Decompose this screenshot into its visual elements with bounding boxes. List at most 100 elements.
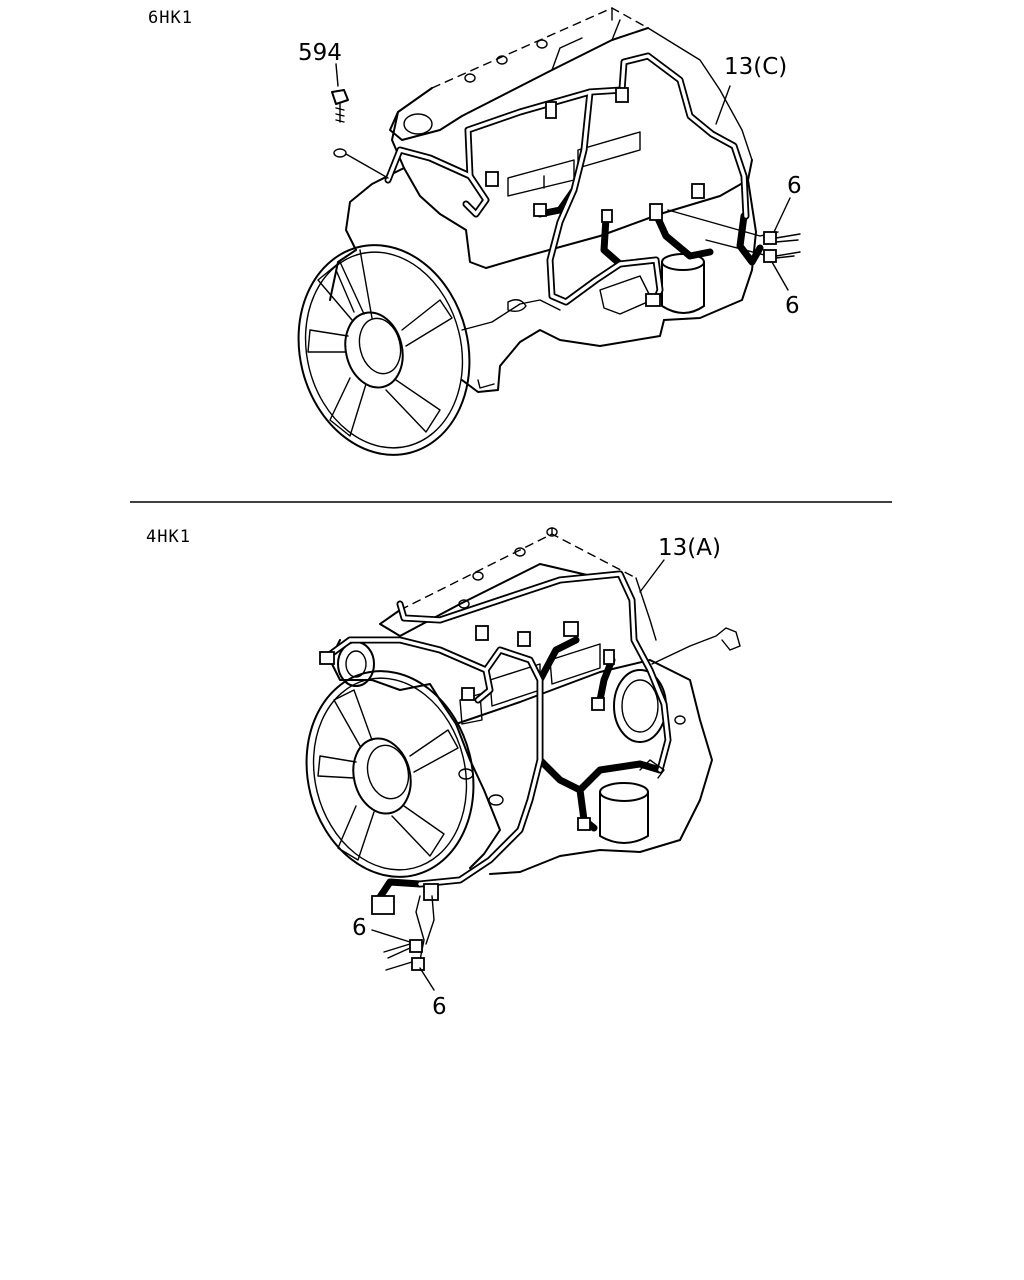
leader-6-upper (773, 197, 791, 233)
section-4hk1-model-label: 4HK1 (146, 527, 191, 547)
harness-6hk1-connector (533, 203, 547, 217)
fan-4hk1-blades (317, 689, 459, 861)
fan-4hk1-hub-face (366, 744, 410, 800)
engine-4hk1-starter-body (599, 791, 649, 844)
fan-6hk1-blades (307, 261, 453, 437)
fan-6hk1-inner-ring (304, 251, 464, 449)
callout-6-lower: 6 (785, 293, 800, 319)
engine-6hk1-boss-2 (496, 55, 508, 65)
harness-4hk1-connector (603, 649, 615, 665)
bolt-594-ground-strap (345, 153, 389, 179)
harness-4hk1-connector (319, 651, 335, 665)
harness-4hk1-connector (577, 817, 591, 831)
fan-4hk1-outer-ring (305, 670, 475, 878)
clip-4hk1-upper (409, 939, 423, 953)
engine-4hk1-cover-back-edge (399, 533, 637, 611)
leader-13c (715, 85, 731, 125)
harness-4hk1-connector (423, 883, 439, 901)
bolt-594-thread (335, 103, 345, 123)
harness-4hk1-drawing (319, 570, 741, 971)
engine-6hk1-block-right (663, 179, 757, 321)
engine-4hk1-boss-4 (458, 599, 470, 609)
leader-594 (335, 63, 339, 87)
engine-6hk1-bracket (599, 275, 653, 315)
harness-4hk1-connector (475, 625, 489, 641)
harness-6hk1-connector (485, 171, 499, 187)
harness-4hk1-down-trunk (416, 646, 544, 888)
fan-4hk1-drawing (305, 670, 475, 878)
clip-4hk1-pins (383, 943, 413, 971)
engine-6hk1-drawing (329, 7, 757, 393)
callout-13c: 13(C) (724, 54, 787, 80)
engine-4hk1-boss-2 (514, 547, 526, 557)
harness-4hk1-right-lead (651, 627, 741, 665)
leader-6-lower (771, 261, 789, 291)
leader-13a (639, 559, 665, 593)
engine-6hk1-boss-1 (536, 39, 548, 49)
engine-4hk1-starter-top (599, 782, 649, 802)
engine-4hk1-flywheel-inner (621, 679, 659, 733)
engine-6hk1-thermostat (403, 113, 433, 135)
harness-6hk1-connector (691, 183, 705, 199)
engine-6hk1-boss-3 (464, 73, 476, 83)
harness-4hk1-loop-b (639, 759, 665, 779)
harness-6hk1-connector (645, 293, 661, 307)
engine-6hk1-cover-right (611, 7, 753, 161)
harness-4hk1-connector (517, 631, 531, 647)
harness-6hk1-connector (545, 101, 557, 119)
engine-6hk1-mount (477, 379, 495, 389)
engine-6hk1-block-bottom (461, 319, 665, 393)
clip-6hk1-pins (775, 233, 801, 257)
harness-6hk1-connector (601, 209, 613, 223)
harness-4hk1-front-core (326, 638, 492, 702)
engine-6hk1-cover-top (389, 27, 649, 141)
harness-4hk1-main-core (398, 572, 670, 772)
fan-6hk1-belt (335, 249, 373, 319)
engine-6hk1-oil-pan-line (461, 299, 561, 331)
harness-4hk1-branches (536, 636, 664, 832)
bolt-594-washer (333, 148, 347, 158)
harness-4hk1-connector (591, 697, 605, 711)
fan-6hk1-drawing (297, 244, 471, 456)
section-6hk1: 6HK1 (148, 7, 802, 456)
fan-4hk1-hub (352, 737, 412, 815)
leader-6-upper-4hk1 (371, 929, 411, 943)
callout-594: 594 (298, 40, 342, 66)
engine-4hk1-boss-3 (472, 571, 484, 581)
section-6hk1-model-label: 6HK1 (148, 8, 193, 28)
harness-4hk1-end-lead (374, 878, 424, 904)
engine-6hk1-cover-ribs (551, 19, 621, 71)
harness-4hk1-connector (563, 621, 579, 637)
engine-6hk1-starter-body (661, 261, 705, 314)
leader-6-lower-4hk1 (419, 967, 435, 991)
harness-6hk1-branches (536, 186, 764, 268)
callout-13a: 13(A) (658, 535, 721, 561)
clip-4hk1-lower (411, 957, 425, 971)
engine-6hk1-plug (507, 299, 527, 313)
clip-6hk1-lower (763, 249, 777, 263)
callout-6-lower-4hk1: 6 (432, 994, 447, 1020)
section-4hk1: 4HK1 (146, 527, 741, 1020)
harness-6hk1-connector (615, 87, 629, 103)
fan-4hk1-inner-ring (312, 677, 468, 871)
harness-4hk1-connector (461, 687, 475, 701)
engine-6hk1-front-upper (391, 111, 487, 269)
fan-6hk1-hub-face (358, 317, 402, 375)
engine-4hk1-bolt-b (488, 794, 504, 806)
engine-4hk1-bolt-c (674, 715, 686, 725)
callout-6-upper-4hk1: 6 (352, 915, 367, 941)
engine-4hk1-boss-1 (546, 527, 558, 537)
harness-6hk1-connector (649, 203, 663, 221)
harness-6hk1-drawing (384, 52, 801, 307)
engine-6hk1-front-housing (329, 167, 405, 301)
harness-4hk1-down-core (418, 648, 542, 886)
bolt-594-drawing (331, 89, 389, 179)
fan-6hk1-hub (344, 311, 404, 389)
clip-6hk1-upper (763, 231, 777, 245)
engine-4hk1-block-outline (455, 659, 713, 875)
harness-4hk1-end-connector (371, 895, 395, 915)
fan-6hk1-outer-ring (297, 244, 471, 456)
callout-6-upper: 6 (787, 173, 802, 199)
